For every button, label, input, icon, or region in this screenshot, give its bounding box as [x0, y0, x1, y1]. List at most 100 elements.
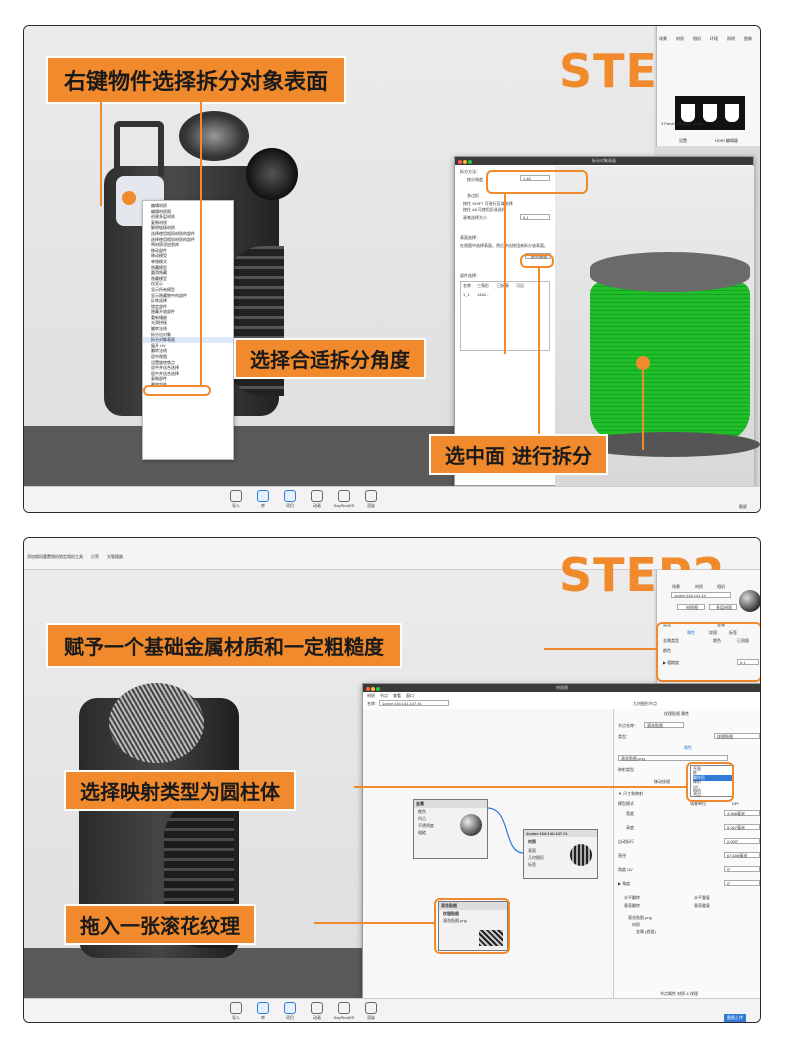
port-label[interactable]: 标签 [528, 862, 536, 867]
context-menu-item[interactable]: 显示所有模型 [151, 286, 175, 292]
material-graph-button[interactable]: 材质图 [677, 604, 705, 610]
right-name-field[interactable]: 1color:134:141:14 [671, 592, 731, 598]
context-menu-item[interactable]: 隐藏模型 [151, 264, 167, 270]
context-menu-item[interactable]: 圆滑隐藏 [151, 270, 167, 276]
file-field[interactable]: 滚花贴图.png [618, 755, 728, 761]
top-tab[interactable]: 环境 [710, 36, 718, 41]
size-mode-a[interactable]: 场景单位 [690, 801, 706, 806]
step1-corner-label[interactable]: 截屏 [739, 504, 747, 509]
context-menu-item[interactable]: 复制材质 [151, 219, 167, 225]
toolbar-item[interactable]: 添加相机 [27, 554, 43, 559]
context-menu-item[interactable]: 编辑材质 [151, 203, 167, 208]
angle-field-2[interactable]: 0° [724, 880, 760, 886]
context-menu-item[interactable]: 翻转法线 [151, 326, 167, 332]
bottom-item[interactable]: 渲染 [359, 490, 383, 509]
v-flip[interactable]: 垂直翻转 [624, 903, 640, 908]
graph-menu-item[interactable]: 窗口 [406, 693, 414, 698]
move-texture-button[interactable]: 移动纹理 [654, 779, 670, 784]
top-tab[interactable]: 照明 [727, 36, 735, 41]
top-tab[interactable]: 场景 [659, 36, 667, 41]
mapping-option[interactable]: 平面 [693, 766, 701, 771]
context-menu-item[interactable]: 锁定部件 [151, 303, 167, 309]
bottom-item[interactable]: 库 [251, 490, 275, 509]
multi-material-button[interactable]: 多层材质 [709, 604, 737, 610]
context-menu-item[interactable]: 解除链接材质 [151, 225, 175, 231]
bottom-item[interactable]: 导入 [224, 1002, 248, 1021]
context-menu-item[interactable]: 仅显示 [151, 281, 163, 287]
top-tab[interactable]: 图像 [744, 36, 752, 41]
context-menu-item[interactable]: 居中视图 [151, 354, 167, 360]
context-menu-item[interactable]: 居中并适合选择 [151, 365, 179, 371]
context-menu-item[interactable]: 创建多层材质 [151, 214, 175, 220]
tree-item-1[interactable]: 滚花贴图.png [628, 915, 652, 920]
context-menu-item[interactable]: 选择使用相同材质的部件 [151, 236, 195, 242]
name-field[interactable]: 1color:134:141:147 #1 [379, 700, 449, 706]
h-repeat[interactable]: 水平重复 [694, 895, 710, 900]
toolbar-item[interactable]: 重置相机 [43, 554, 59, 559]
port-geometry[interactable]: 几何图形 [528, 855, 544, 860]
type-field[interactable]: 纹理贴图 [714, 733, 760, 739]
tab-props[interactable]: 属性 [684, 745, 692, 750]
context-menu-item[interactable]: 拆分对象表面 [143, 337, 233, 343]
context-menu-item[interactable]: 编辑材质图 [151, 208, 171, 214]
context-menu-item[interactable]: 隐藏模型 [151, 275, 167, 281]
graph-menu-item[interactable]: 材质 [367, 693, 375, 698]
graph-menu-item[interactable]: 节点 [380, 693, 388, 698]
context-menu-item[interactable]: 翻转法线 [151, 348, 167, 354]
bottom-item[interactable]: 项目 [278, 490, 302, 509]
row-name[interactable]: 1_1 [463, 292, 470, 297]
width-field[interactable]: 4.968毫米 [724, 810, 760, 816]
opt-angle[interactable]: 按分角度 [467, 177, 483, 182]
context-menu-item[interactable]: 删除部件 [151, 382, 167, 387]
h-flip[interactable]: 水平翻转 [624, 895, 640, 900]
context-menu-item[interactable]: 光滑拼接 [151, 320, 167, 326]
context-menu-item[interactable]: 选择使用相同材质的部件 [151, 230, 195, 236]
v-repeat[interactable]: 垂直重复 [694, 903, 710, 908]
mapping-option[interactable]: 圆柱形 [693, 774, 733, 781]
env-tab-hdri[interactable]: HDRI 编辑器 [715, 138, 738, 143]
bottom-item[interactable]: 项目 [278, 1002, 302, 1021]
right-tab-texture[interactable]: 纹理 [709, 630, 717, 635]
port-bump[interactable]: 凹凸 [418, 816, 426, 821]
angle-field[interactable]: 1.44 [520, 175, 550, 181]
right-tab-label[interactable]: 标签 [729, 630, 737, 635]
mapping-option[interactable]: UV [693, 783, 699, 789]
env-tab-settings[interactable]: 设置 [679, 138, 687, 143]
context-menu-item[interactable]: 居中并适合选择 [151, 370, 179, 376]
brush-field[interactable]: 0.1 [520, 214, 550, 220]
metal-opt-measured[interactable]: 已测量 [737, 638, 749, 643]
diameter-field[interactable]: 67.608毫米 [724, 852, 760, 858]
port-color[interactable]: 颜色 [418, 809, 426, 814]
mapping-option[interactable]: 节点 [693, 792, 701, 798]
opt-multi[interactable]: 多边形 [467, 193, 479, 198]
metal-opt-color[interactable]: 颜色 [713, 638, 721, 643]
context-menu-item[interactable]: 单独模式 [151, 258, 167, 264]
green-cylinder[interactable] [590, 282, 750, 442]
node-material[interactable]: 1color:134:141:147 #1 材质 表面 几何图形 标签 [523, 829, 598, 879]
context-menu-item[interactable]: 隐藏开放部件 [151, 309, 175, 315]
context-menu-item[interactable]: 移动部件 [151, 247, 167, 253]
context-menu-item[interactable]: 重新镶嵌 [151, 314, 167, 320]
graph-menu-item[interactable]: 查看 [393, 693, 401, 698]
context-menu-item[interactable]: 设置旋转焦点 [151, 359, 175, 365]
mapping-option[interactable]: 球形 [693, 779, 701, 785]
right-tab-material[interactable]: 材质 [695, 584, 703, 589]
step2-corner-label[interactable]: 截图上传 [724, 1014, 746, 1022]
bottom-item[interactable]: KeyShotXR [332, 1002, 356, 1020]
node-metal[interactable]: 金属 颜色 凹凸 不透明度 粗糙 [413, 799, 488, 859]
offset-field[interactable]: 0.000° [724, 838, 760, 844]
node-texture[interactable]: 滚花贴图 纹理贴图 滚花贴图.png [438, 901, 508, 951]
port-rough[interactable]: 粗糙 [418, 830, 426, 835]
props-footer[interactable]: 节点属性 材质 & 纹理 [660, 991, 699, 996]
toolbar-item[interactable]: 锁定相机 [59, 554, 75, 559]
right-tab-props[interactable]: 属性 [687, 630, 695, 635]
bottom-item[interactable]: KeyShotXR [332, 490, 356, 508]
bottom-item[interactable]: 动画 [305, 1002, 329, 1021]
bottom-item[interactable]: 动画 [305, 490, 329, 509]
bottom-item[interactable]: 导入 [224, 490, 248, 509]
size-mode-b[interactable]: DPI [732, 801, 739, 806]
context-menu-item[interactable]: 展开 UV [151, 342, 166, 348]
top-tab[interactable]: 材质 [676, 36, 684, 41]
context-menu-item[interactable]: 将材质添加到库 [151, 242, 179, 248]
